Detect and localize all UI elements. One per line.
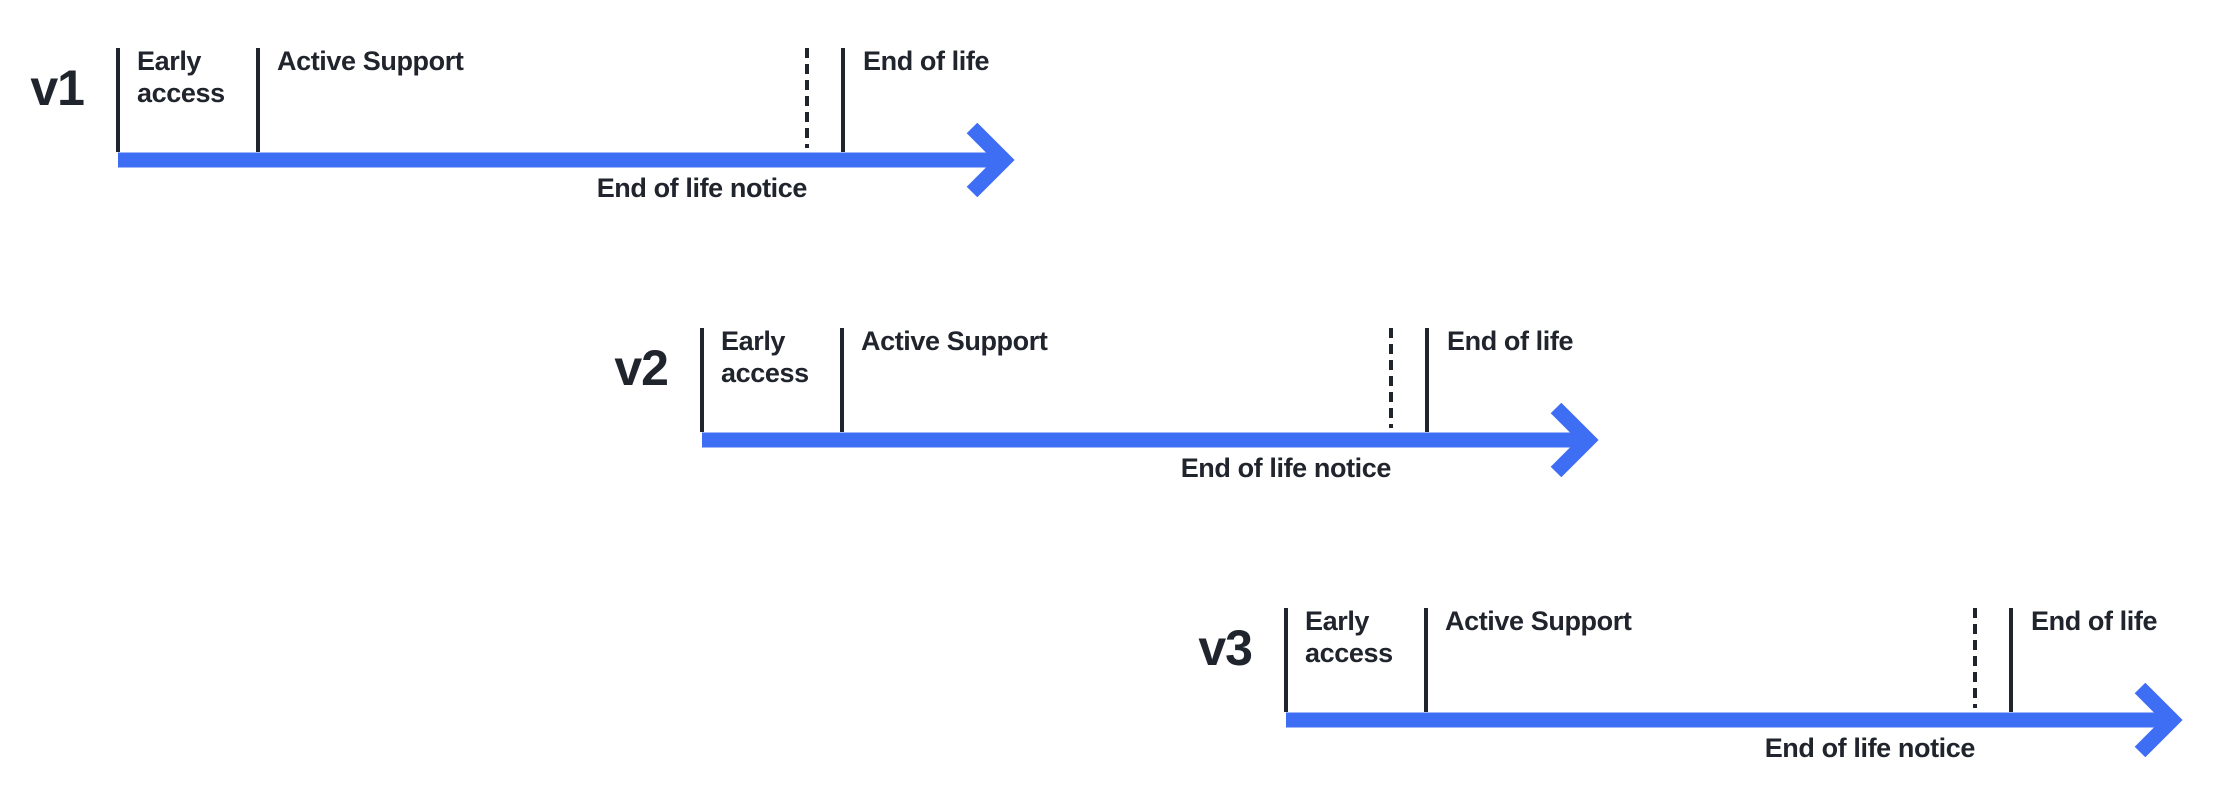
early-access-label: Early access [1305,606,1393,668]
end-of-life-tick [1425,328,1429,432]
eol-notice-dashed-tick [1973,608,1977,708]
version-label: v3 [1198,620,1253,676]
arrowhead-icon [966,122,1015,198]
early-access-start-tick [700,328,704,432]
arrowhead-icon [2134,682,2183,758]
timeline-arrow [1286,682,2183,758]
timeline-arrow [702,402,1599,478]
end-of-life-label: End of life [2031,606,2158,636]
version-label: v1 [30,60,85,116]
end-of-life-label: End of life [863,46,990,76]
active-support-label: Active Support [861,326,1048,356]
early-access-label: Early access [721,326,809,388]
early-access-start-tick [116,48,120,152]
eol-notice-dashed-tick [1389,328,1393,428]
active-support-label: Active Support [277,46,464,76]
eol-notice-label: End of life notice [596,173,808,203]
active-support-start-tick [1424,608,1428,712]
arrowhead-icon [1550,402,1599,478]
version-label: v2 [614,340,669,396]
eol-notice-label: End of life notice [1180,453,1392,483]
end-of-life-tick [2009,608,2013,712]
active-support-label: Active Support [1445,606,1632,636]
early-access-label: Early access [137,46,225,108]
timeline-arrow [118,122,1015,198]
active-support-start-tick [256,48,260,152]
early-access-start-tick [1284,608,1288,712]
eol-notice-label: End of life notice [1764,733,1976,763]
active-support-start-tick [840,328,844,432]
eol-notice-dashed-tick [805,48,809,148]
end-of-life-label: End of life [1447,326,1574,356]
end-of-life-tick [841,48,845,152]
